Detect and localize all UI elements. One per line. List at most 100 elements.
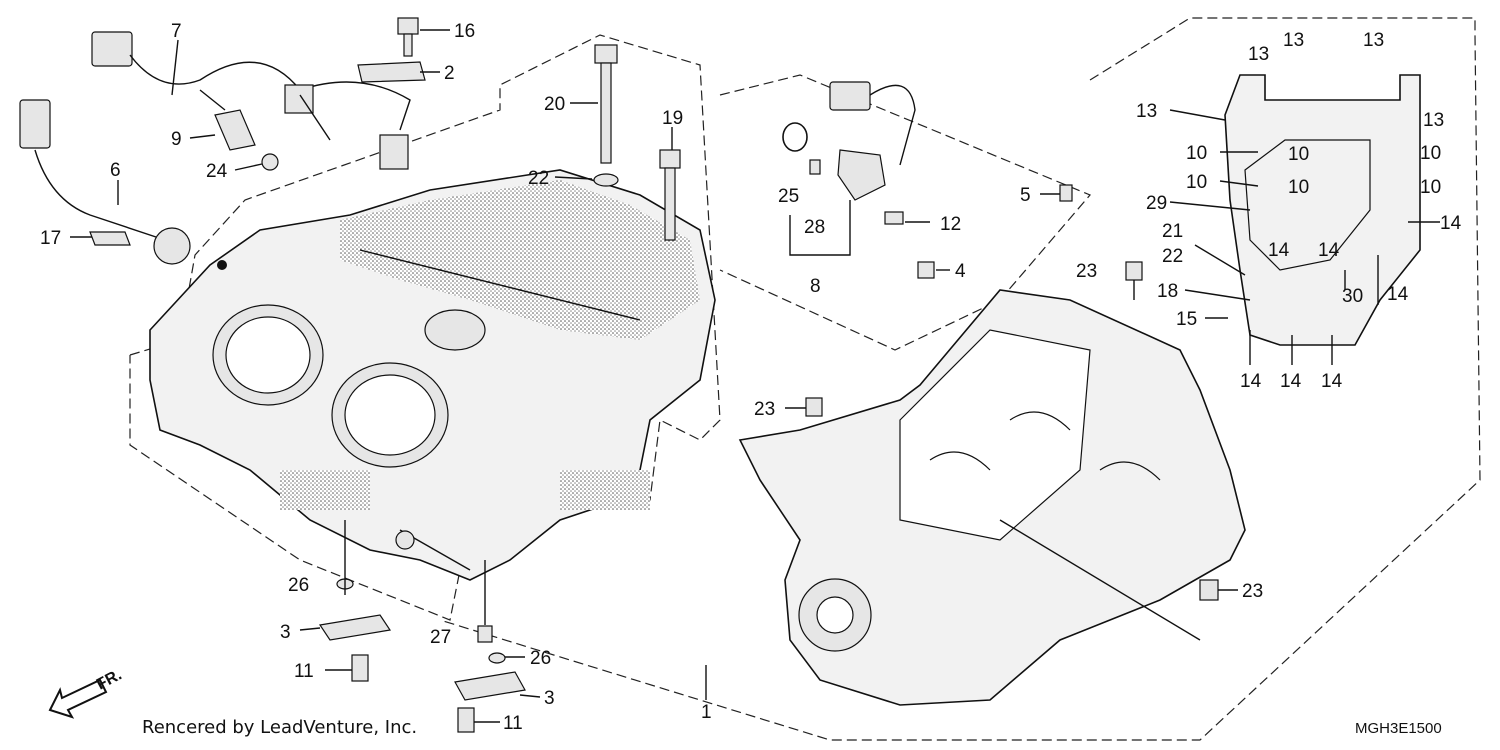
mount-boss xyxy=(395,530,415,550)
harness-7-wire-2 xyxy=(299,81,411,131)
leader-3a xyxy=(299,627,321,631)
bolt-19-head xyxy=(659,149,681,169)
bolt-11-left xyxy=(351,654,369,682)
callout-11-left: 11 xyxy=(294,661,314,682)
callout-3-right: 3 xyxy=(544,688,555,709)
bolt-19-shank xyxy=(664,167,676,241)
dowel-23-top xyxy=(1125,261,1143,281)
callout-10-left1: 10 xyxy=(1186,143,1207,164)
callout-30: 30 xyxy=(1342,286,1363,307)
callout-13-top3: 13 xyxy=(1363,30,1384,51)
callout-26-left: 26 xyxy=(288,575,309,596)
output-shaft-seal xyxy=(816,596,854,634)
leader-10b xyxy=(1219,180,1259,187)
callout-17: 17 xyxy=(40,228,61,249)
dowel-5 xyxy=(1059,184,1073,202)
leader-22b xyxy=(1194,244,1246,276)
leader-lines xyxy=(70,29,1440,723)
callout-13-top1: 13 xyxy=(1248,44,1269,65)
bolt-16-head xyxy=(397,17,419,35)
fr-arrow-icon xyxy=(48,678,108,719)
bolt-17 xyxy=(89,231,131,246)
cover-plate xyxy=(1224,74,1421,346)
callout-13-left: 13 xyxy=(1136,101,1157,122)
connector-8 xyxy=(829,81,871,111)
lower-crankcase xyxy=(738,289,1246,706)
leader-3b xyxy=(519,694,541,698)
oil-pan-cavity xyxy=(899,329,1091,541)
callout-14-bottom2: 14 xyxy=(1280,371,1302,392)
bolt-20-shank xyxy=(600,62,612,164)
callout-29: 29 xyxy=(1146,193,1167,214)
lower-crankcase-outline xyxy=(439,17,1481,741)
callout-23-right: 23 xyxy=(1242,581,1263,602)
callout-18: 18 xyxy=(1157,281,1178,302)
callout-14-inner1: 14 xyxy=(1268,240,1290,261)
callout-10-mid1: 10 xyxy=(1288,144,1309,165)
callout-15: 15 xyxy=(1176,309,1197,330)
leader-24 xyxy=(234,163,263,171)
footer-credit: Rencered by LeadVenture, Inc. xyxy=(142,717,417,738)
sensor-group xyxy=(782,81,916,256)
callout-22-upper: 22 xyxy=(528,168,549,189)
callout-14-bottom3: 14 xyxy=(1321,371,1343,392)
upper-crankcase-shading xyxy=(340,180,700,340)
callout-6: 6 xyxy=(110,160,121,181)
diagram-code: MGH3E1500 xyxy=(1355,720,1442,737)
bolt-4 xyxy=(917,261,935,279)
callout-8: 8 xyxy=(810,276,821,297)
front-indicator: FR. xyxy=(48,666,125,719)
callout-14-right: 14 xyxy=(1440,213,1462,234)
cylinder-bore-left-inner xyxy=(225,316,311,394)
callout-28: 28 xyxy=(804,217,825,238)
assembly-outlines xyxy=(129,17,1481,741)
fasteners xyxy=(318,17,1219,733)
callout-21: 21 xyxy=(1162,221,1183,242)
gasket-edge xyxy=(359,249,641,321)
callout-4: 4 xyxy=(955,261,966,282)
callout-13-top2: 13 xyxy=(1283,30,1304,51)
callout-labels: 7 16 2 9 24 6 17 20 19 22 25 28 8 12 5 4… xyxy=(40,21,1462,734)
upper-crankcase xyxy=(149,169,716,581)
callout-10-left2: 10 xyxy=(1186,172,1207,193)
callout-14-side: 14 xyxy=(1387,284,1409,305)
sensor-plug-7 xyxy=(379,134,409,170)
callout-20: 20 xyxy=(544,94,565,115)
callout-1: 1 xyxy=(701,702,712,723)
callout-12: 12 xyxy=(940,214,961,235)
harness-7-wire xyxy=(129,54,301,91)
connector-6 xyxy=(19,99,51,149)
callout-27: 27 xyxy=(430,627,451,648)
leader-13a xyxy=(1169,109,1226,121)
lower-shading-right xyxy=(560,470,650,510)
wiring-harness xyxy=(19,31,411,265)
sensor-group-outline xyxy=(719,74,1091,351)
callout-13-right: 13 xyxy=(1423,110,1444,131)
washer-24 xyxy=(261,153,279,171)
callout-7: 7 xyxy=(171,21,182,42)
dowel-23-right xyxy=(1199,579,1219,601)
callout-22-right: 22 xyxy=(1162,246,1183,267)
sensor-8-body xyxy=(837,149,886,201)
washer-26-right xyxy=(488,652,506,664)
sensor-9-bracket xyxy=(199,89,331,141)
callout-14-bottom1: 14 xyxy=(1240,371,1262,392)
bolt-16-shank xyxy=(403,33,413,57)
dowel-27 xyxy=(477,625,493,643)
sensor-8-wire xyxy=(869,84,916,166)
bolt-11-right xyxy=(457,707,475,733)
bracket-3-left xyxy=(318,614,392,641)
plate-2 xyxy=(357,61,426,83)
callout-5: 5 xyxy=(1020,185,1031,206)
cover-plate-body xyxy=(1224,74,1421,346)
callout-10-mid2: 10 xyxy=(1288,177,1309,198)
o-ring-25 xyxy=(782,122,808,152)
pin-28 xyxy=(809,159,821,175)
upper-crankcase-outline xyxy=(129,34,721,621)
coolant-port xyxy=(424,309,486,351)
callout-10-right1: 10 xyxy=(1420,143,1441,164)
leader-22a xyxy=(554,176,593,180)
locating-hole xyxy=(217,260,227,270)
leader-18 xyxy=(1184,289,1251,301)
cover-plate-gasket xyxy=(1244,139,1371,271)
